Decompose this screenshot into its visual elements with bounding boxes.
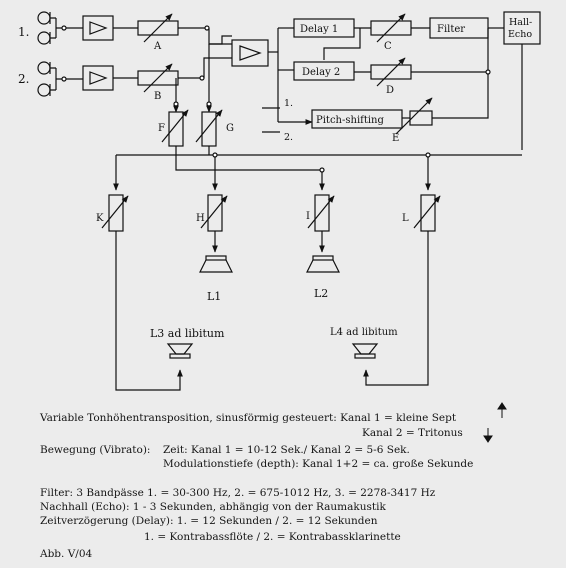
label-f: F xyxy=(158,123,165,134)
mixer-amplifier xyxy=(231,39,269,67)
microphone-1b xyxy=(37,31,56,45)
label-l: L xyxy=(402,213,409,224)
figure-caption: Abb. V/04 xyxy=(40,548,93,560)
label-d: D xyxy=(386,85,394,96)
label-h: H xyxy=(196,213,205,224)
microphone-1a xyxy=(37,11,56,25)
speaker-l2-label: L2 xyxy=(314,287,328,300)
pitch-shifting-label: Pitch-shifting xyxy=(316,115,384,126)
input-1-label: 1. xyxy=(18,25,29,39)
note-line-2: Kanal 2 = Tritonus xyxy=(362,427,463,439)
microphone-2a xyxy=(37,61,56,75)
label-a: A xyxy=(153,41,162,52)
pitch-shifting-box xyxy=(311,109,403,129)
speaker-l3-icon xyxy=(166,343,194,359)
speaker-l1-label: L1 xyxy=(207,290,221,303)
speaker-l1-icon xyxy=(199,255,233,273)
note-line-5: Filter: 3 Bandpässe 1. = 30-300 Hz, 2. =… xyxy=(40,487,436,499)
label-k: K xyxy=(96,213,104,224)
note-line-1: Variable Tonhöhentransposition, sinusför… xyxy=(40,412,457,424)
note-line-4: Modulationstiefe (depth): Kanal 1+2 = ca… xyxy=(163,458,474,470)
label-e: E xyxy=(392,133,399,144)
label-g: G xyxy=(226,123,234,134)
note-line-3b: Zeit: Kanal 1 = 10-12 Sek./ Kanal 2 = 5-… xyxy=(163,444,410,456)
delay-1-label: Delay 1 xyxy=(300,24,338,35)
pitch-input-2-label: 2. xyxy=(284,132,293,143)
pitch-input-1-label: 1. xyxy=(284,98,293,109)
speaker-l4-icon xyxy=(351,343,379,359)
hall-label-1: Hall- xyxy=(509,17,532,28)
arrow-up-icon xyxy=(497,402,507,418)
note-line-3a: Bewegung (Vibrato): xyxy=(40,444,151,456)
note-line-6: Nachhall (Echo): 1 - 3 Sekunden, abhängi… xyxy=(40,501,386,513)
microphone-2b xyxy=(37,83,56,97)
speaker-l4-label: L4 ad libitum xyxy=(330,327,398,338)
note-line-7: Zeitverzögerung (Delay): 1. = 12 Sekunde… xyxy=(40,515,378,527)
label-i: I xyxy=(306,211,310,222)
note-line-8: 1. = Kontrabassflöte / 2. = Kontrabasskl… xyxy=(144,531,401,543)
label-c: C xyxy=(384,41,392,52)
speaker-l2-icon xyxy=(306,255,340,273)
delay-2-box xyxy=(293,61,355,81)
filter-label: Filter xyxy=(437,24,465,35)
arrow-down-icon xyxy=(483,428,493,443)
hall-label-2: Echo xyxy=(508,29,532,40)
label-b: B xyxy=(154,91,161,102)
speaker-l3-label: L3 ad libitum xyxy=(150,327,225,340)
input-2-label: 2. xyxy=(18,72,29,86)
delay-2-label: Delay 2 xyxy=(302,67,340,78)
